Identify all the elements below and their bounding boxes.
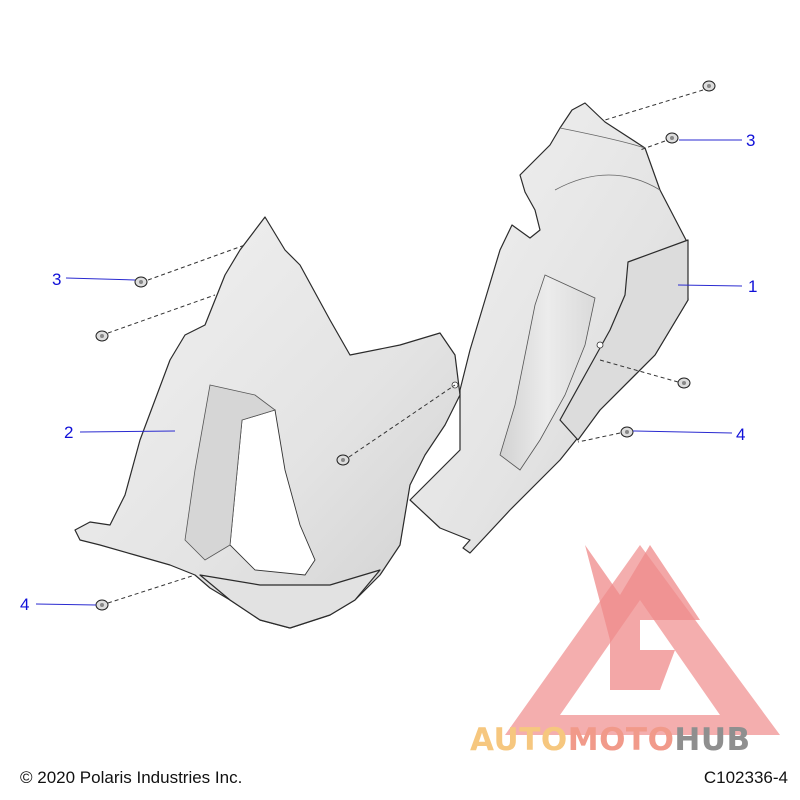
callout-1: 1 bbox=[748, 277, 757, 296]
push-rivet-icon bbox=[702, 80, 716, 92]
part-1-flange bbox=[559, 239, 689, 441]
push-rivet-icon bbox=[620, 426, 634, 438]
copyright-notice: © 2020 Polaris Industries Inc. bbox=[20, 768, 243, 787]
push-rivet-icon bbox=[95, 599, 109, 611]
callout-3-right: 3 bbox=[746, 131, 755, 150]
logo-m-shape bbox=[585, 545, 700, 690]
part-1-right-panel bbox=[409, 102, 689, 554]
part-1-hole bbox=[596, 341, 604, 349]
part-1-edge-line bbox=[554, 127, 661, 191]
figure-code: C102336-4 bbox=[703, 768, 788, 787]
push-rivet-icon bbox=[134, 276, 148, 288]
watermark-auto: AUTO bbox=[470, 722, 568, 758]
leader-lines bbox=[35, 139, 743, 606]
push-rivet-icon bbox=[665, 132, 679, 144]
logo-triangle bbox=[505, 545, 780, 735]
watermark-hub: HUB bbox=[674, 722, 750, 758]
callout-3-left: 3 bbox=[52, 270, 61, 289]
push-rivet-icon bbox=[677, 377, 691, 389]
callout-2: 2 bbox=[64, 423, 73, 442]
part-1-recess bbox=[499, 274, 596, 471]
callout-4-right: 4 bbox=[736, 425, 745, 444]
callout-4-left: 4 bbox=[20, 595, 29, 614]
automotohub-logo bbox=[505, 545, 780, 735]
assembly-lines bbox=[107, 89, 704, 604]
push-rivet-icon bbox=[336, 454, 350, 466]
watermark-moto: MOTO bbox=[568, 722, 675, 758]
part-2-left-panel bbox=[74, 216, 461, 629]
push-rivet-icon bbox=[95, 330, 109, 342]
part-2-recess bbox=[184, 384, 276, 561]
part-2-bottom-lip bbox=[199, 569, 381, 629]
fasteners bbox=[95, 80, 716, 611]
watermark-wordmark: AUTOMOTOHUB bbox=[470, 722, 751, 758]
